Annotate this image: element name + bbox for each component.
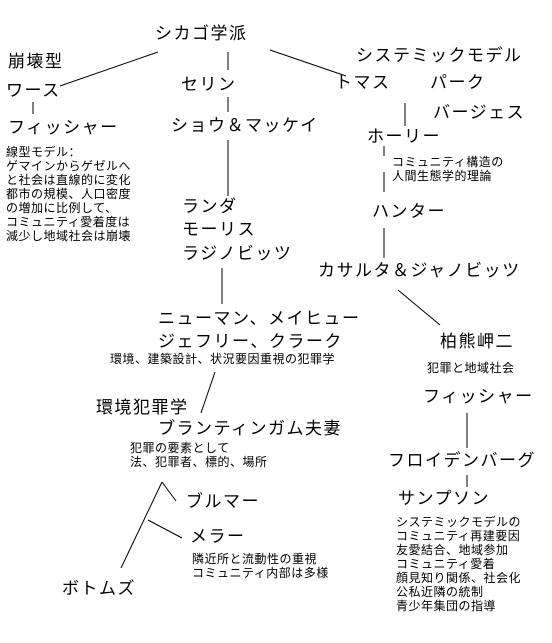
linear-model-line: の増加に比例して、 bbox=[6, 201, 118, 215]
node-hawley: ホーリー bbox=[367, 127, 441, 147]
systemic-detail-line: 青少年集団の指導 bbox=[396, 599, 497, 613]
line-branch-mellor bbox=[147, 519, 183, 539]
node-situational-crime: 環境、建築設計、状況要因重視の犯罪学 bbox=[110, 352, 336, 366]
line-branch-bulmer bbox=[161, 481, 177, 502]
node-mellor: メラー bbox=[190, 527, 246, 547]
node-systemic-model: システミックモデル bbox=[356, 46, 523, 66]
node-newman-mayhew: ニューマン、メイヒュー bbox=[158, 309, 361, 329]
node-sellin: セリン bbox=[181, 75, 237, 95]
node-collapse-type: 崩壊型 bbox=[8, 52, 64, 72]
node-mellor-detail: 隣近所と流動性の重視 コミュニティ内部は多様 bbox=[192, 552, 329, 580]
node-crime-community: 犯罪と地域社会 bbox=[427, 361, 515, 375]
node-lander: ランダ bbox=[182, 197, 238, 217]
crime-elements-line: 法、犯罪者、標的、場所 bbox=[130, 455, 268, 469]
node-freudenburg: フロイデンバーグ bbox=[388, 451, 536, 471]
community-structure-line: 人間生態学的理論 bbox=[392, 169, 493, 183]
node-brantingham: ブランティンガム夫妻 bbox=[158, 419, 342, 439]
linear-model-line: コミュニティ愛着度は bbox=[6, 215, 131, 229]
community-structure-line: コミュニティ構造の bbox=[392, 155, 504, 169]
node-thomas: トマス bbox=[335, 73, 391, 93]
node-bulmer: ブルマー bbox=[186, 492, 260, 512]
node-linear-model: 線型モデル： ゲマインからゲゼルへ と社会は直線的に変化 都市の規模、人口密度 … bbox=[6, 145, 131, 243]
line-chicago-wirth bbox=[59, 51, 159, 87]
systemic-detail-line: 顔見知り関係、社会化 bbox=[396, 571, 522, 585]
linear-model-line: 減少し地域社会は崩壊 bbox=[6, 229, 132, 243]
mellor-detail-line: 隣近所と流動性の重視 bbox=[192, 552, 318, 566]
systemic-detail-line: 友愛結合、地域参加 bbox=[396, 543, 509, 557]
node-chicago-school: シカゴ学派 bbox=[155, 24, 248, 44]
line-bottoms-branch bbox=[120, 481, 163, 569]
node-systemic-detail: システミックモデルの コミュニティ再建要因 友愛結合、地域参加 コミュニティ愛着… bbox=[396, 515, 521, 613]
systemic-detail-line: システミックモデルの bbox=[396, 515, 522, 529]
line-clarke-brantingham bbox=[200, 371, 216, 414]
mellor-detail-line: コミュニティ内部は多様 bbox=[192, 566, 329, 580]
crime-elements-line: 犯罪の要素として bbox=[130, 441, 230, 455]
node-environmental-criminology: 環境犯罪学 bbox=[96, 398, 189, 418]
line-kasarda-kashiwagumo bbox=[397, 289, 441, 326]
systemic-detail-line: 公私近隣の統制 bbox=[396, 585, 484, 599]
node-crime-elements: 犯罪の要素として 法、犯罪者、標的、場所 bbox=[130, 441, 268, 469]
node-jeffery-clarke: ジェフリー、クラーク bbox=[158, 332, 343, 352]
linear-model-line: 線型モデル： bbox=[6, 145, 82, 159]
node-sampson: サンプソン bbox=[398, 489, 490, 509]
node-kasarda-janowitz: カサルタ＆ジャノビッツ bbox=[318, 261, 521, 281]
node-fischer-1: フィッシャー bbox=[8, 118, 119, 138]
node-community-structure: コミュニティ構造の 人間生態学的理論 bbox=[392, 155, 504, 183]
systemic-detail-line: コミュニティ再建要因 bbox=[396, 529, 521, 543]
node-hunter: ハンター bbox=[372, 202, 446, 222]
node-morris: モーリス bbox=[182, 220, 256, 240]
node-rasinovitz: ラジノビッツ bbox=[182, 244, 293, 264]
node-shaw-mckay: ショウ＆マッケイ bbox=[171, 116, 319, 136]
linear-model-line: 都市の規模、人口密度 bbox=[6, 187, 132, 201]
line-chicago-thomas bbox=[269, 49, 347, 77]
node-wirth: ワース bbox=[6, 81, 61, 101]
node-park: パーク bbox=[430, 73, 486, 93]
node-kashiwagumo: 柏熊岬二 bbox=[440, 332, 514, 352]
node-burgess: バージェス bbox=[433, 103, 526, 123]
linear-model-line: ゲマインからゲゼルへ bbox=[6, 159, 132, 173]
node-fischer-2: フィッシャー bbox=[423, 387, 534, 407]
systemic-detail-line: コミュニティ愛着 bbox=[396, 557, 496, 571]
node-bottoms: ボトムズ bbox=[62, 579, 136, 599]
linear-model-line: と社会は直線的に変化 bbox=[6, 173, 132, 187]
